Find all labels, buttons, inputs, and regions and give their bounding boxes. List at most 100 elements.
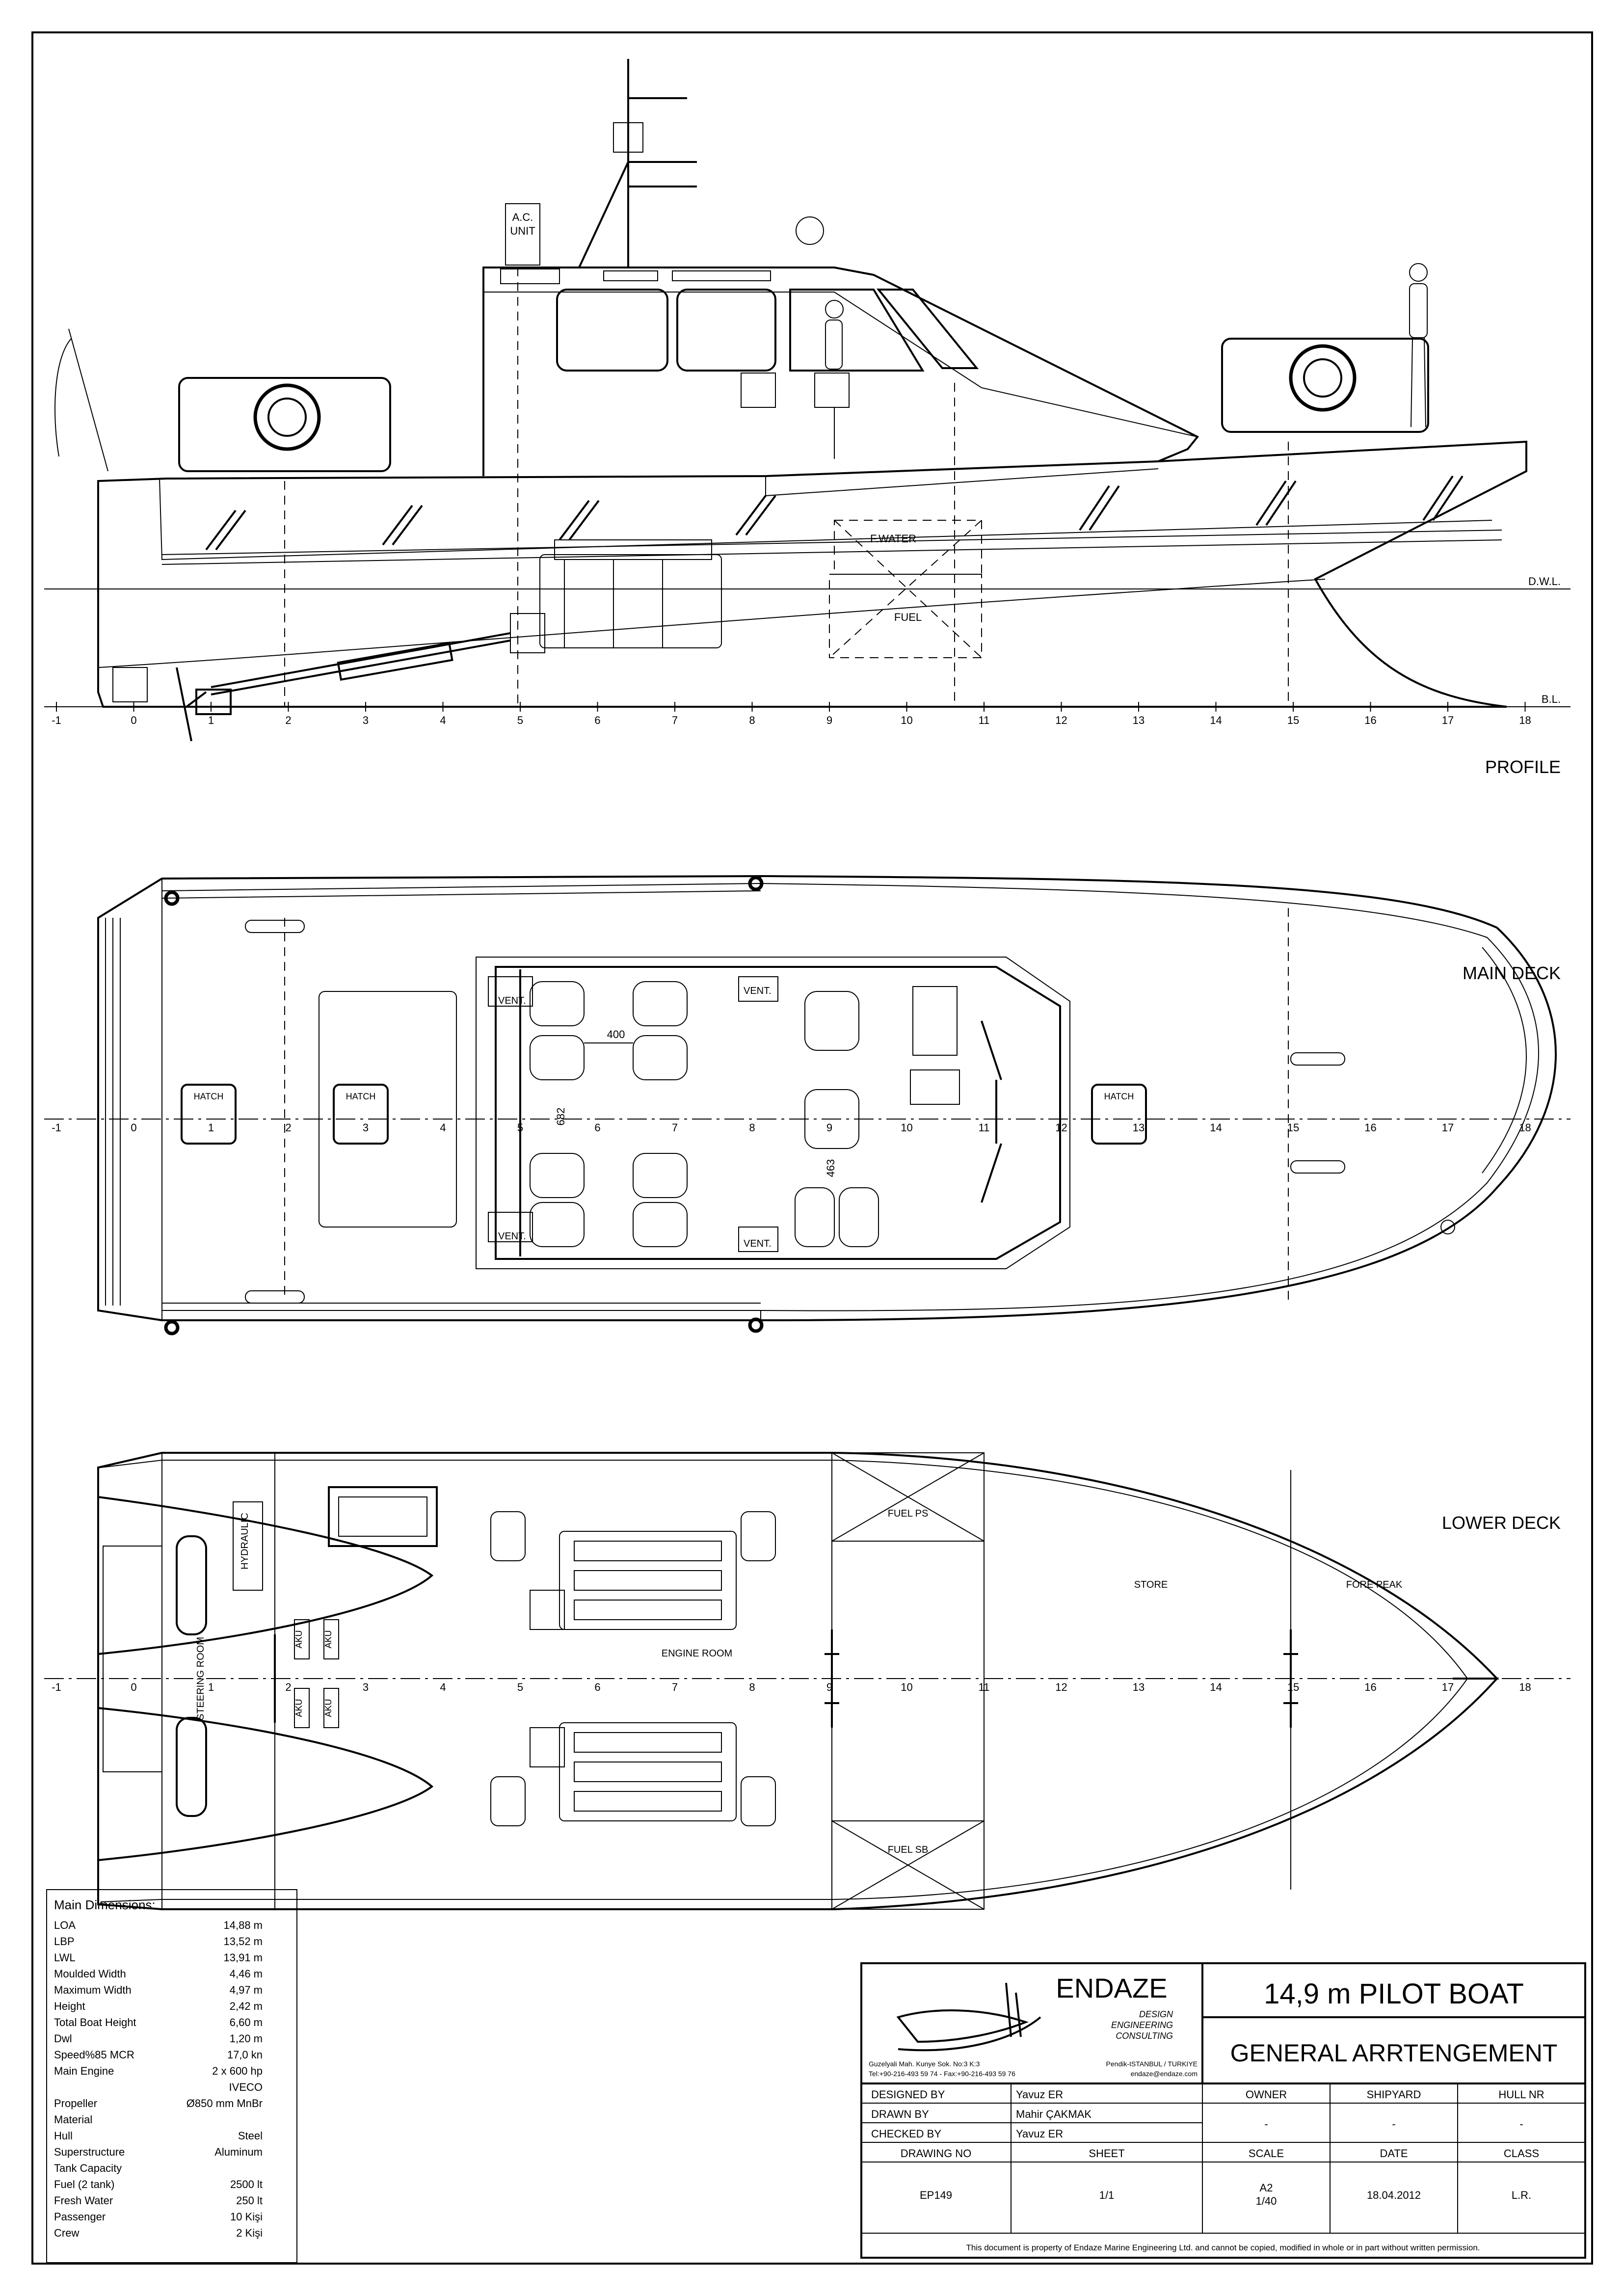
passenger-seats: [530, 981, 879, 1247]
address-city: Pendik-ISTANBUL / TURKIYE: [1106, 2060, 1198, 2068]
frame-number-label: 4: [440, 714, 446, 726]
sheet-border: [31, 31, 1593, 2265]
dimension-label: Main Engine: [54, 2065, 114, 2077]
frame-number-label: 14: [1210, 1121, 1222, 1134]
frame-number-label: 10: [901, 1681, 912, 1693]
life-ring-fwd: [1289, 344, 1357, 412]
profile-view-title: PROFILE: [1485, 757, 1561, 777]
hatch-label-1: HATCH: [194, 1092, 224, 1101]
engine-starboard: [490, 1722, 776, 1826]
flag: [54, 328, 108, 472]
lower-deck-view-title: LOWER DECK: [1442, 1513, 1561, 1533]
dimension-label: Maximum Width: [54, 1984, 132, 1996]
dimension-value: 1,20 m: [230, 2032, 263, 2045]
frame-number-label: 7: [672, 714, 678, 726]
drawing-no-value: EP149: [920, 2189, 952, 2201]
frame-number-label: 0: [131, 1121, 136, 1134]
aku-label-2: AKU: [323, 1630, 333, 1648]
frame-number-label: 8: [749, 1121, 755, 1134]
dimension-label: Propeller: [54, 2097, 97, 2109]
frame-number-label: 18: [1519, 1121, 1531, 1134]
tagline-3: CONSULTING: [1116, 2031, 1173, 2041]
tagline-2: ENGINEERING: [1111, 2020, 1173, 2030]
dimension-label: Material: [54, 2113, 92, 2126]
scale-label: SCALE: [1249, 2147, 1284, 2160]
main-dimensions-title: Main Dimensions:: [54, 1897, 156, 1912]
dwl-label: D.W.L.: [1528, 575, 1561, 587]
aft-rail: [178, 377, 391, 472]
disclaimer: This document is property of Endaze Mari…: [966, 2243, 1480, 2252]
checked-by-label: CHECKED BY: [871, 2128, 941, 2140]
frame-number-label: 16: [1364, 1681, 1376, 1693]
frame-number-label: 9: [826, 1681, 832, 1693]
frame-number-label: 2: [285, 1681, 291, 1693]
dim-400: 400: [607, 1028, 625, 1041]
ac-unit-label-2: UNIT: [510, 225, 535, 237]
dimension-label: Speed%85 MCR: [54, 2049, 134, 2061]
frame-number-label: 11: [979, 1121, 990, 1134]
life-ring-aft: [253, 383, 321, 451]
frame-number-label: -1: [52, 1681, 61, 1693]
dimension-value: 13,91 m: [224, 1951, 263, 1964]
frame-number-label: 0: [131, 1681, 136, 1693]
fore-peak-label: FORE PEAK: [1346, 1579, 1403, 1590]
mast: [578, 59, 697, 268]
dimension-label: Superstructure: [54, 2146, 125, 2158]
frame-number-label: 14: [1210, 1681, 1222, 1693]
title-block: ENDAZE DESIGN ENGINEERING CONSULTING Guz…: [860, 1962, 1586, 2259]
dimension-value: 10 Kişi: [230, 2211, 263, 2223]
frame-number-label: 3: [363, 714, 369, 726]
frame-number-label: -1: [52, 714, 61, 726]
shipyard-value: -: [1392, 2118, 1395, 2130]
frame-number-label: 9: [826, 714, 832, 726]
fwater-label: F.WATER: [870, 533, 916, 545]
shipyard-label: SHIPYARD: [1367, 2088, 1421, 2101]
main-deck-view: VENT. VENT. VENT. VENT. 400 682 463 HATC…: [44, 875, 1571, 1335]
checked-by-value: Yavuz ER: [1016, 2128, 1063, 2140]
frame-number-label: 16: [1364, 714, 1376, 726]
dimension-value: 6,60 m: [230, 2016, 263, 2029]
fuel-ps-label: FUEL PS: [888, 1508, 929, 1519]
scale-value-2: 1/40: [1256, 2195, 1277, 2207]
frame-number-label: 15: [1287, 714, 1299, 726]
frame-number-label: 3: [363, 1681, 369, 1693]
frame-number-label: 10: [901, 1121, 912, 1134]
frame-number-label: 12: [1055, 1681, 1067, 1693]
frame-number-label: 6: [594, 714, 600, 726]
profile-superstructure: [482, 267, 1199, 476]
frame-number-label: 7: [672, 1681, 678, 1693]
frame-number-label: 16: [1364, 1121, 1376, 1134]
fuel-tank: [829, 574, 982, 658]
hatches: [181, 1084, 1147, 1145]
sheet-label: SHEET: [1089, 2147, 1124, 2160]
drawing-title: 14,9 m PILOT BOAT: [1264, 1978, 1524, 2010]
dimension-value: Aluminum: [214, 2146, 263, 2158]
frame-number-label: 8: [749, 1681, 755, 1693]
frame-number-label: 4: [440, 1681, 446, 1693]
dim-682: 682: [555, 1108, 567, 1126]
frame-number-label: 13: [1133, 1121, 1145, 1134]
dimension-label: Total Boat Height: [54, 2016, 136, 2029]
drawing-no-label: DRAWING NO: [901, 2147, 972, 2160]
frame-number-label: 0: [131, 714, 136, 726]
dimension-value: 2500 lt: [230, 2178, 263, 2190]
prop-shaft: [211, 632, 511, 695]
dimension-label: Crew: [54, 2227, 79, 2239]
frame-number-label: 10: [901, 714, 912, 726]
frame-number-label: 7: [672, 1121, 678, 1134]
frame-number-label: 17: [1442, 1121, 1454, 1134]
frame-number-label: 8: [749, 714, 755, 726]
main-deck-view-title: MAIN DECK: [1463, 963, 1561, 983]
ac-unit: [505, 203, 540, 266]
dimension-label: Passenger: [54, 2211, 106, 2223]
aku-label-1: AKU: [294, 1630, 304, 1648]
frame-number-label: 6: [594, 1681, 600, 1693]
vent-label-2: VENT.: [498, 1231, 526, 1242]
frame-number-label: 18: [1519, 714, 1531, 726]
frame-number-label: 14: [1210, 714, 1222, 726]
designed-by-value: Yavuz ER: [1016, 2088, 1063, 2101]
frame-number-label: 13: [1133, 714, 1145, 726]
